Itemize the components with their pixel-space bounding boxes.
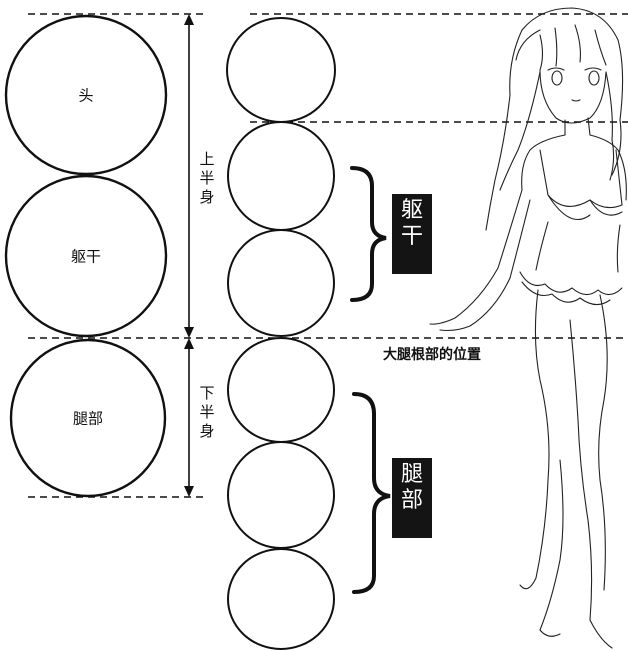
hip-position-label: 大腿根部的位置 — [383, 347, 481, 363]
torso-brace — [350, 166, 387, 302]
legs-brace — [352, 392, 391, 594]
small-circle-knee — [227, 441, 335, 549]
torso-circle-label: 躯干 — [70, 247, 102, 266]
upper-body-label: 上半身 — [198, 150, 216, 207]
small-circle-thigh — [227, 337, 335, 443]
upper-body-arrow — [184, 14, 194, 338]
legs-circle-label: 腿部 — [72, 409, 104, 428]
head-circle — [4, 14, 168, 176]
torso-box-label: 躯干 — [392, 194, 432, 274]
head-circle-label: 头 — [78, 86, 94, 105]
legs-box-label: 腿部 — [392, 458, 432, 538]
torso-circle — [4, 174, 168, 338]
small-circle-waist — [227, 229, 335, 337]
small-circle-calf — [227, 548, 335, 650]
small-circle-chest — [227, 121, 335, 231]
character-figure — [429, 7, 627, 649]
legs-circle — [9, 338, 167, 498]
lower-body-label: 下半身 — [198, 384, 216, 441]
small-circle-head — [226, 17, 336, 123]
lower-body-arrow — [184, 338, 194, 497]
